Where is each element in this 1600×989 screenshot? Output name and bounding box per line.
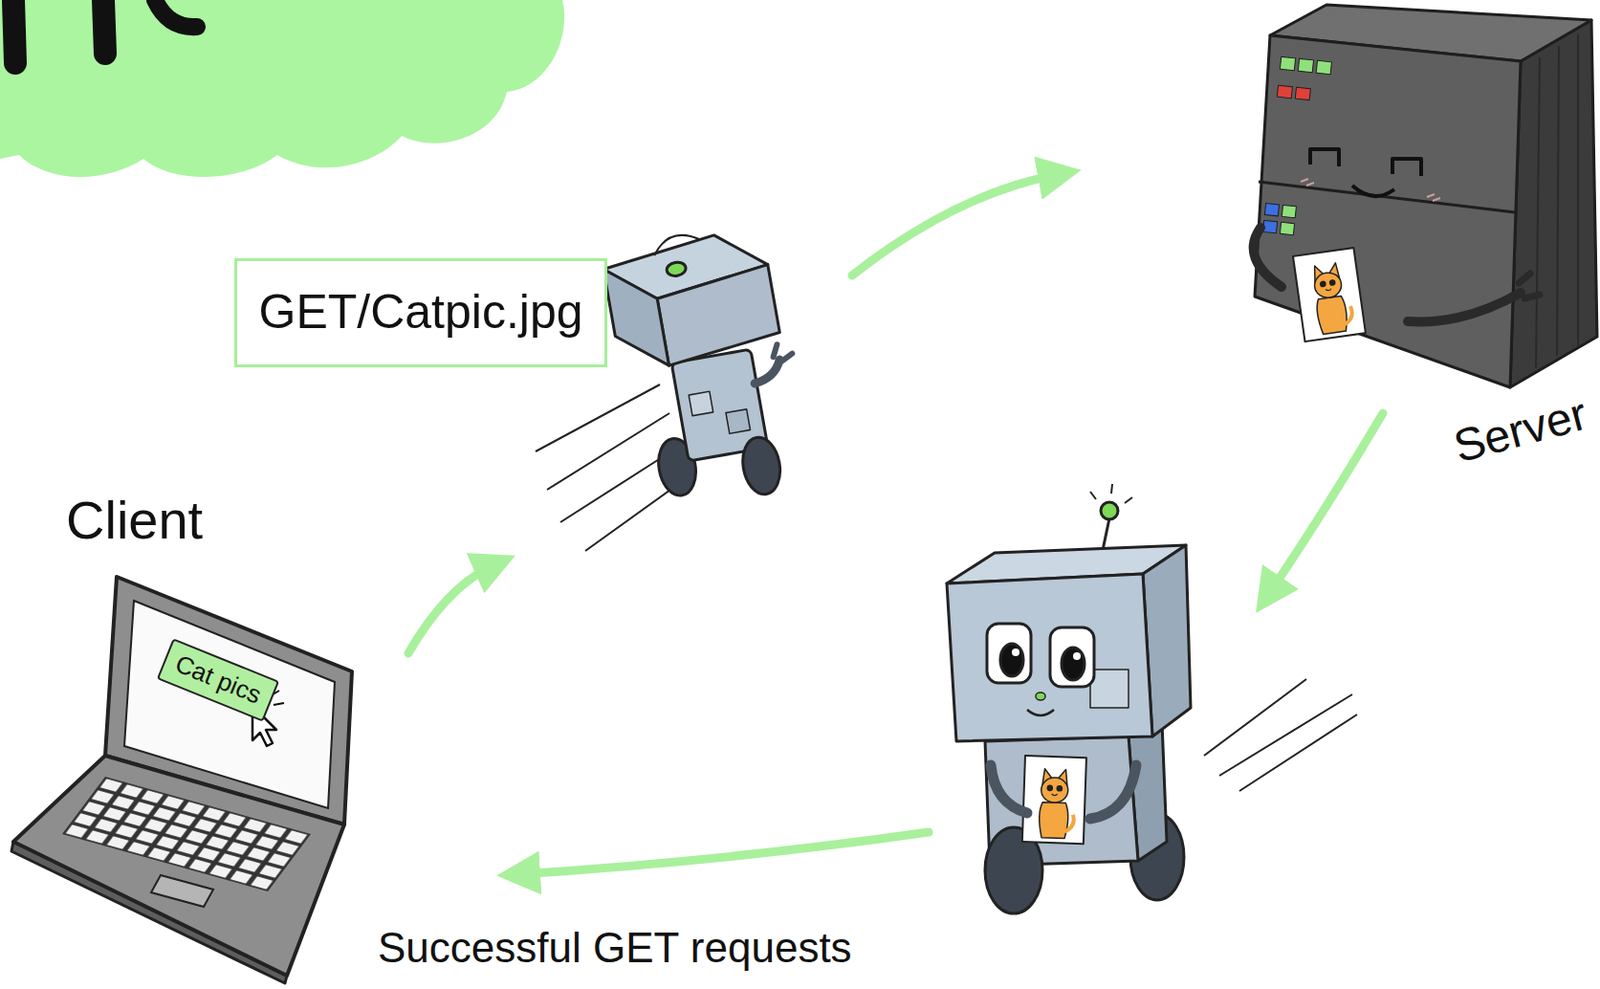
request-robot bbox=[655, 264, 783, 367]
server bbox=[1253, 227, 1282, 287]
request-robot bbox=[599, 219, 815, 515]
request-robot bbox=[603, 261, 670, 374]
flow-arrow bbox=[408, 564, 496, 654]
laptop bbox=[62, 776, 311, 892]
server bbox=[1279, 221, 1294, 235]
response-robot bbox=[1050, 627, 1095, 687]
server bbox=[1264, 203, 1279, 217]
laptop bbox=[151, 875, 214, 907]
title-cloud bbox=[154, 0, 198, 27]
server bbox=[1297, 58, 1314, 72]
response-robot bbox=[1090, 765, 1137, 819]
request-box: GET/Catpic.jpg bbox=[234, 258, 608, 368]
response-robot bbox=[1022, 755, 1087, 844]
server bbox=[1276, 85, 1293, 99]
response-robot bbox=[1090, 669, 1129, 708]
response-robot bbox=[990, 765, 1028, 813]
response-robot bbox=[1027, 709, 1054, 716]
server bbox=[1279, 56, 1295, 70]
node-text: Cat pics bbox=[171, 650, 265, 711]
speed-lines bbox=[1204, 679, 1358, 791]
request-robot bbox=[651, 231, 702, 256]
flow-arrow bbox=[1268, 413, 1383, 595]
server bbox=[1407, 292, 1521, 322]
response-robot bbox=[986, 623, 1031, 683]
request-robot bbox=[738, 434, 785, 498]
server bbox=[1310, 149, 1339, 167]
laptop bbox=[11, 576, 352, 984]
server bbox=[1352, 185, 1395, 197]
response-robot bbox=[1011, 648, 1020, 657]
server bbox=[1392, 158, 1422, 176]
response-robot bbox=[1090, 483, 1133, 504]
request-robot bbox=[771, 342, 794, 363]
title-cloud bbox=[103, 0, 106, 54]
server bbox=[1300, 178, 1441, 201]
laptop bbox=[151, 875, 214, 907]
server bbox=[1281, 204, 1296, 218]
caption-label: Successful GET requests bbox=[377, 923, 853, 973]
node-text: GET/Catpic.jpg bbox=[258, 284, 583, 341]
request-robot bbox=[725, 409, 750, 434]
request-robot bbox=[751, 359, 784, 384]
response-robot bbox=[946, 573, 1153, 742]
speed-lines bbox=[547, 413, 670, 490]
speed-lines bbox=[535, 384, 660, 452]
server bbox=[1253, 4, 1598, 388]
server bbox=[1294, 87, 1311, 101]
flow-arrow bbox=[852, 174, 1060, 276]
title-cloud bbox=[0, 0, 565, 177]
speed-lines bbox=[1239, 714, 1358, 791]
response-robot bbox=[1000, 643, 1024, 677]
laptop bbox=[13, 755, 345, 976]
response-robot bbox=[1035, 692, 1046, 701]
request-robot bbox=[688, 391, 713, 416]
client-label: Client bbox=[65, 489, 203, 551]
response-robot bbox=[1061, 647, 1085, 680]
request-robot bbox=[665, 261, 687, 278]
server bbox=[1510, 20, 1598, 388]
response-robot bbox=[1100, 502, 1118, 520]
server bbox=[1293, 247, 1366, 342]
server bbox=[1258, 181, 1515, 213]
server bbox=[1254, 35, 1521, 388]
response-robot bbox=[1073, 652, 1081, 660]
title-cloud bbox=[13, 0, 16, 64]
server bbox=[1518, 273, 1540, 299]
speed-lines bbox=[1204, 679, 1307, 756]
title-cloud bbox=[0, 0, 565, 177]
laptop bbox=[62, 776, 311, 892]
laptop bbox=[62, 776, 311, 892]
flow-arrow bbox=[518, 832, 929, 875]
server bbox=[1262, 56, 1332, 238]
response-robot bbox=[946, 483, 1191, 914]
screen-button: Cat pics bbox=[156, 637, 280, 723]
server bbox=[1315, 60, 1332, 74]
server-label: Server bbox=[1447, 387, 1593, 474]
speed-lines bbox=[1219, 694, 1353, 776]
laptop bbox=[151, 875, 214, 907]
server bbox=[1535, 34, 1579, 369]
